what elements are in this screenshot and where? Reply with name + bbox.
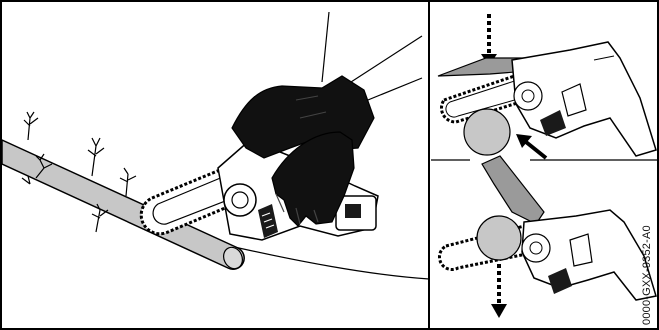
branch-section-bottom [477,216,521,260]
document-code: 0000-GXX-9352-A0 [641,225,653,325]
branch-section-top [464,109,510,155]
